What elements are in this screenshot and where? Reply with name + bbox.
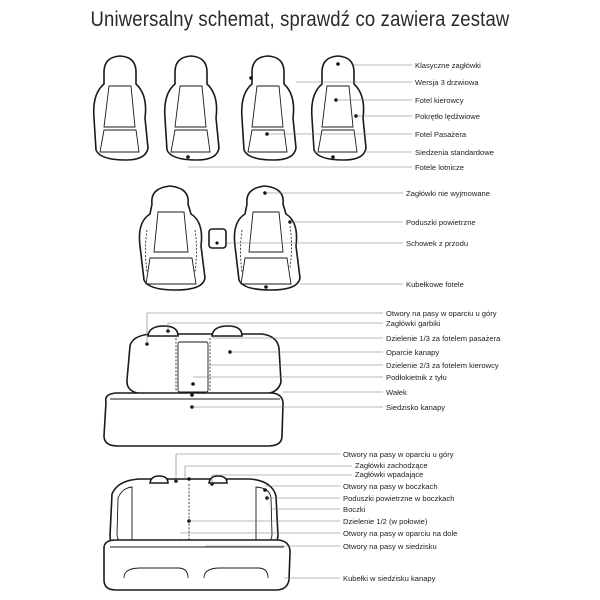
bench-a-labels: Otwory na pasy w oparciu u góry Zagłówki… (386, 309, 501, 412)
label-split-1-3: Dzielenie 1/3 za fotelem pasażera (386, 334, 501, 343)
front-seat-2 (163, 55, 220, 161)
label-belt-holes-top-a: Otwory na pasy w oparciu u góry (386, 309, 497, 318)
bench-a-leaders (146, 312, 383, 408)
label-passenger-seat: Fotel Pasażera (415, 130, 467, 139)
label-rear-armrest: Podłokietnik z tyłu (386, 373, 447, 382)
label-side-airbags: Poduszki powietrzne w boczkach (343, 494, 454, 503)
label-bench-backrest: Oparcie kanapy (386, 348, 439, 357)
bucket-seat-right (233, 185, 301, 291)
label-belt-holes-top-b: Otwory na pasy w oparciu u góry (343, 450, 454, 459)
label-side-bolsters: Boczki (343, 505, 366, 514)
label-split-2-3: Dzielenie 2/3 za fotelem kierowcy (386, 361, 499, 370)
label-classic-headrests: Klasyczne zagłówki (415, 61, 481, 70)
label-belt-holes-sides: Otwory na pasy w boczkach (343, 482, 438, 491)
front-seat-leaders (188, 64, 412, 168)
label-driver-seat: Fotel kierowcy (415, 96, 464, 105)
label-fixed-headrests: Zagłówki nie wyjmowane (406, 189, 490, 198)
front-seat-3 (240, 55, 297, 161)
storage-pocket (208, 228, 227, 249)
bucket-seat-left (138, 185, 206, 291)
bench-seat-b (103, 539, 291, 591)
bench-b-leaders (175, 453, 352, 579)
front-seat-4 (310, 55, 367, 161)
bench-seat-a (103, 392, 284, 447)
bench-b-labels: Otwory na pasy w oparciu u góry Zagłówki… (343, 450, 457, 583)
label-overlapping-headrests: Zagłówki zachodzące (355, 461, 428, 470)
label-bench-buckets: Kubełki w siedzisku kanapy (343, 574, 436, 583)
label-standard-seats: Siedzenia standardowe (415, 148, 494, 157)
label-roller: Wałek (386, 388, 407, 397)
label-split-1-2: Dzielenie 1/2 (w połowie) (343, 517, 428, 526)
label-belt-holes-cushion: Otwory na pasy w siedzisku (343, 542, 437, 551)
label-lumbar-knob: Pokrętło lędźwiowe (415, 112, 480, 121)
bench-backrest-a (126, 325, 282, 395)
label-bucket-seats: Kubełkowe fotele (406, 280, 464, 289)
label-bench-cushion: Siedzisko kanapy (386, 403, 445, 412)
bucket-seat-labels: Zagłówki nie wyjmowane Poduszki powietrz… (406, 189, 490, 289)
front-seat-labels: Klasyczne zagłówki Wersja 3 drzwiowa Fot… (415, 61, 494, 172)
bucket-seat-leaders (226, 192, 403, 285)
label-hump-headrests: Zagłówki garbiki (386, 319, 441, 328)
label-belt-holes-bottom: Otwory na pasy w oparciu na dole (343, 529, 457, 538)
label-sunken-headrests: Zagłówki wpadające (355, 470, 423, 479)
label-front-storage: Schowek z przodu (406, 239, 468, 248)
front-seat-1 (92, 55, 149, 161)
diagram-title: Uniwersalny schemat, sprawdź co zawiera … (90, 8, 510, 31)
label-3-door-version: Wersja 3 drzwiowa (415, 78, 479, 87)
label-airbags: Poduszki powietrzne (406, 218, 476, 227)
label-aircraft-seats: Fotele lotnicze (415, 163, 464, 172)
